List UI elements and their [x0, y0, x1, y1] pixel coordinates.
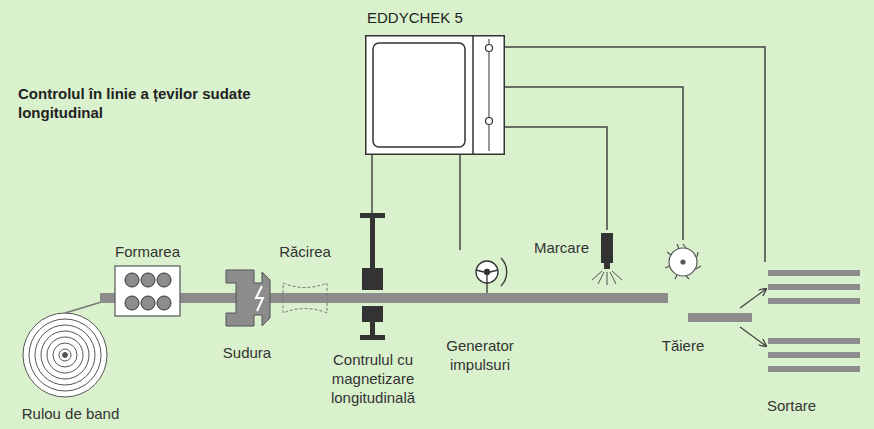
forming-station: Formarea — [105, 240, 190, 320]
pulse-generator — [476, 258, 507, 293]
station-label: Marcare — [534, 238, 598, 257]
test-coil-station: Contrulul cu magnetizare longitudinală — [318, 213, 428, 413]
test-coil — [360, 213, 385, 340]
marking-nozzle — [592, 233, 622, 285]
sort-arrow — [740, 327, 766, 346]
sorting-station: Sortare — [755, 262, 867, 424]
instrument-housing — [365, 35, 505, 155]
station-label: Tăiere — [650, 336, 716, 355]
signal-line — [505, 127, 607, 230]
station-label: Sortare — [767, 396, 857, 415]
tube — [100, 293, 668, 303]
weld-symbol — [226, 270, 270, 326]
pulse-generator-station: Generator impulsuri — [430, 250, 540, 376]
cooling-station: Răcirea — [270, 240, 340, 300]
instrument-name: EDDYCHEK 5 — [367, 8, 527, 27]
station-label: Răcirea — [270, 242, 340, 261]
station-label: Formarea — [105, 242, 190, 261]
signal-line — [505, 47, 765, 262]
cut-tube — [688, 313, 752, 322]
signal-line — [505, 87, 683, 240]
strip-coil-station: Rulou de band — [8, 310, 133, 425]
sort-arrow — [740, 289, 766, 308]
marking-station: Marcare — [534, 230, 622, 290]
station-label: Sudura — [212, 343, 282, 362]
station-label: Rulou de band — [8, 404, 133, 423]
cutting-station: Tăiere — [650, 240, 716, 357]
signal-line — [459, 155, 461, 250]
forming-rollers — [115, 266, 180, 316]
cooling-zone — [283, 283, 327, 313]
cutting-saw — [665, 244, 701, 279]
sorting-stacks — [768, 270, 860, 372]
station-label: Contrulul cu magnetizare longitudinală — [323, 350, 423, 407]
strip-coil — [23, 313, 107, 397]
eddy-current-instrument: EDDYCHEK 5 — [365, 35, 505, 155]
station-label: Generator impulsuri — [430, 336, 530, 374]
signal-line — [371, 155, 373, 213]
welding-station: Sudura — [212, 265, 282, 365]
diagram-title: Controlul în linie a țevilor sudate long… — [18, 84, 258, 122]
